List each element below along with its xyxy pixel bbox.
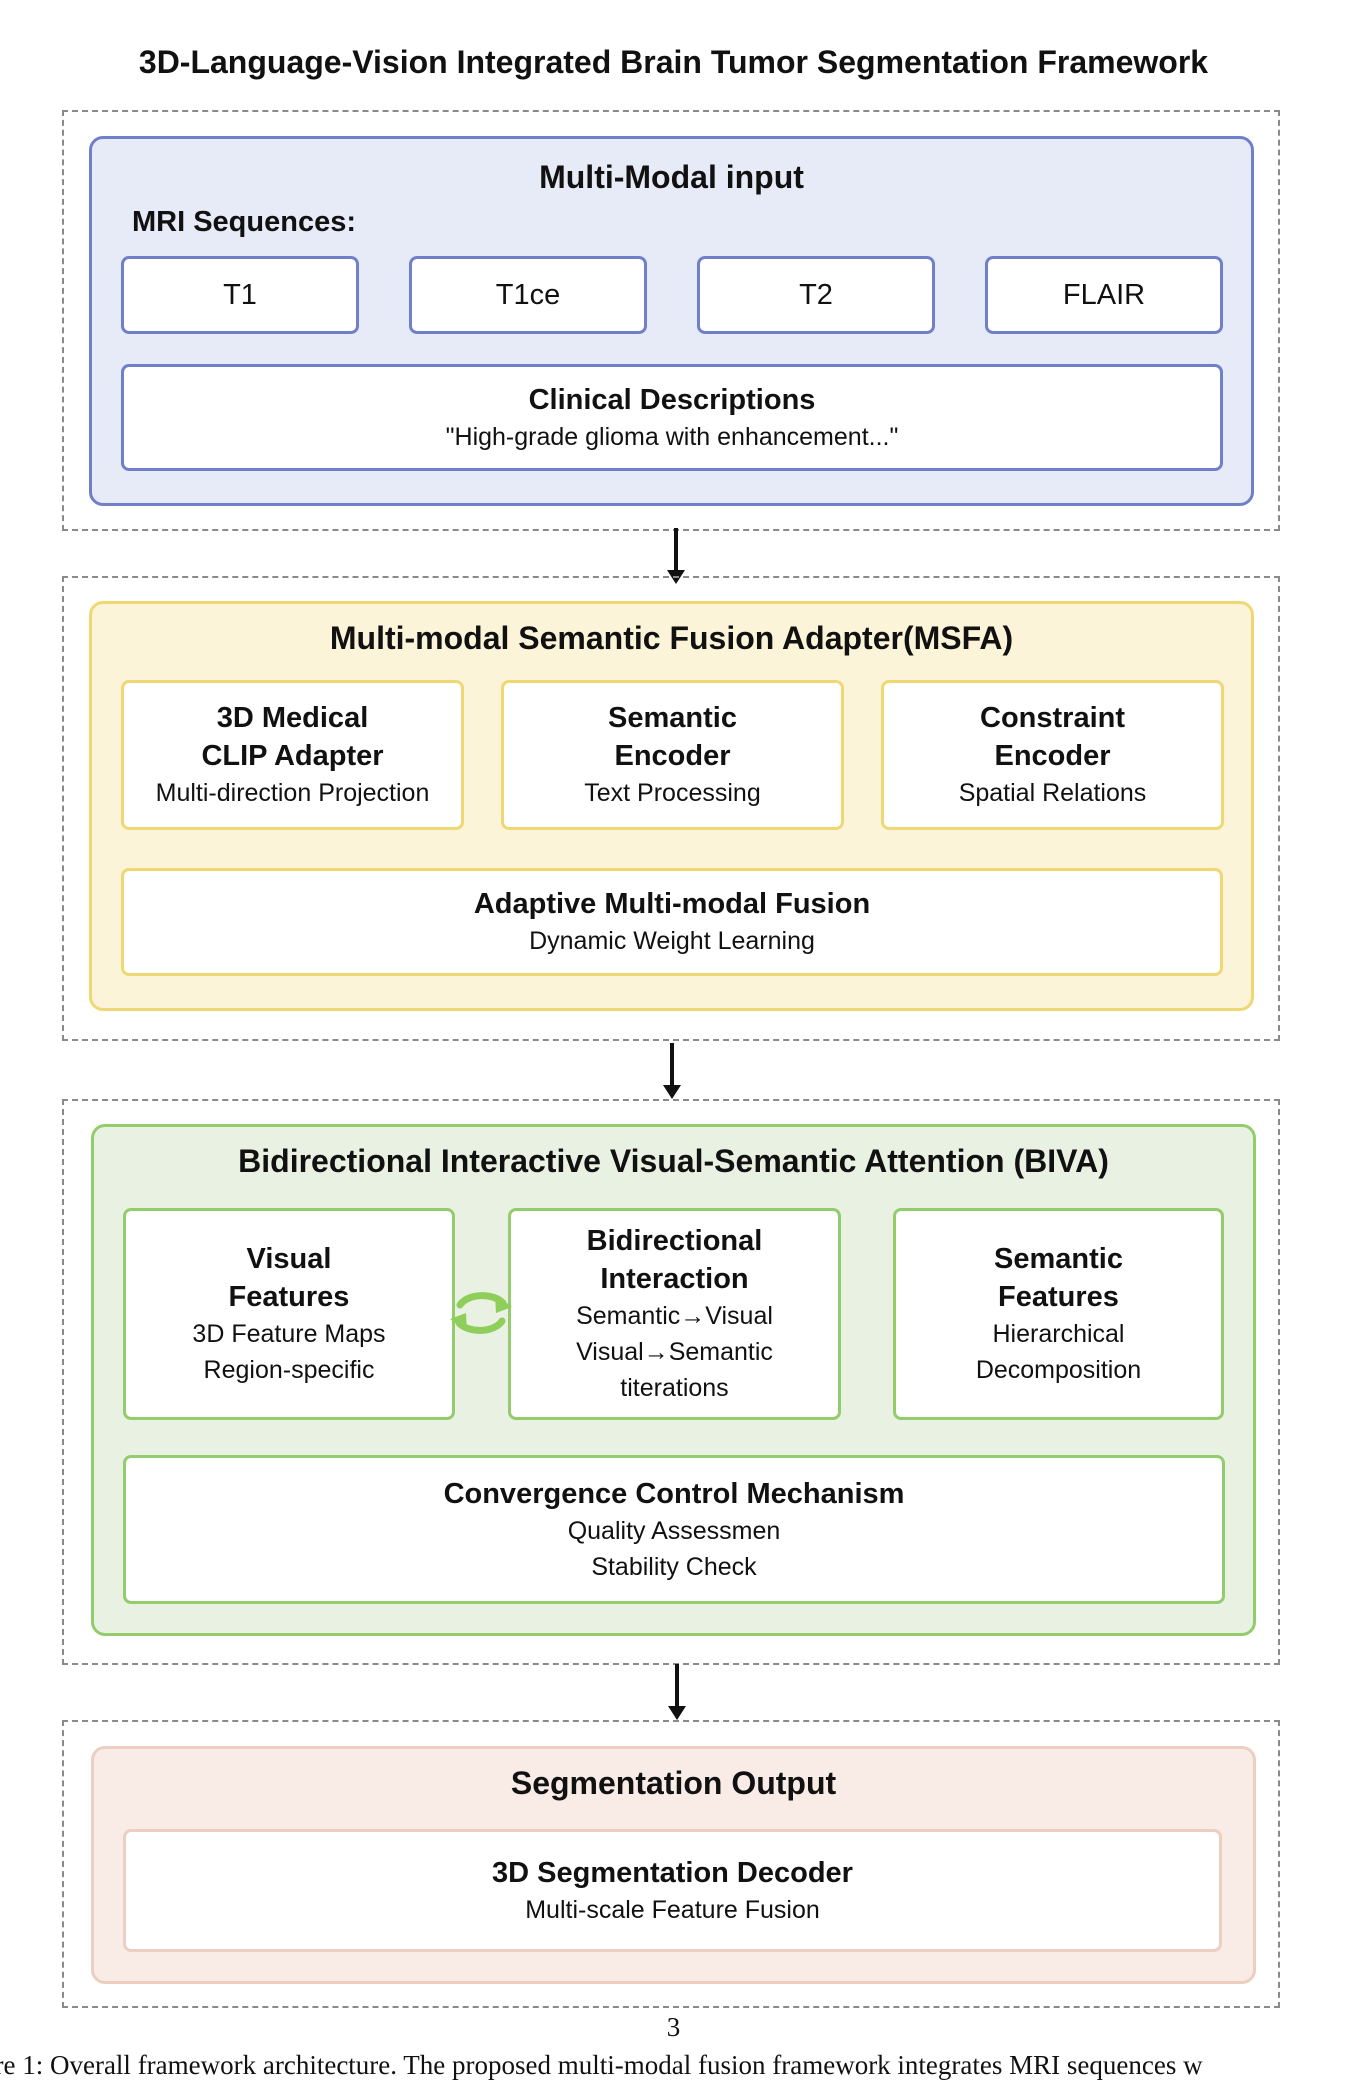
constraint-encoder-subtitle: Spatial Relations <box>958 779 1147 807</box>
clinical-descriptions-title: Clinical Descriptions <box>528 383 816 416</box>
seq-t2-box: T2 <box>697 256 935 334</box>
constraint-encoder-title-line1: Constraint <box>980 702 1125 734</box>
msfa-section-outline <box>62 576 1280 1041</box>
semantic-features-title-line1: Semantic <box>994 1243 1123 1275</box>
seq-t2-label: T2 <box>799 278 833 311</box>
semantic-encoder-box: Semantic Encoder Text Processing <box>501 680 844 830</box>
visual-features-box: Visual Features 3D Feature Maps Region-s… <box>123 1208 455 1420</box>
clip-adapter-title-line1: 3D Medical <box>216 702 369 734</box>
convergence-control-box: Convergence Control Mechanism Quality As… <box>123 1455 1225 1604</box>
visual-features-title-line1: Visual <box>246 1243 332 1275</box>
down-arrow-icon <box>663 1043 681 1099</box>
convergence-title: Convergence Control Mechanism <box>443 1477 905 1510</box>
seq-t1ce-box: T1ce <box>409 256 647 334</box>
semantic-features-line2: Decomposition <box>975 1356 1142 1384</box>
constraint-encoder-title-line2: Encoder <box>994 740 1111 772</box>
down-arrow-icon <box>668 1664 686 1720</box>
adaptive-fusion-subtitle: Dynamic Weight Learning <box>529 927 815 955</box>
msfa-panel-title: Multi-modal Semantic Fusion Adapter(MSFA… <box>329 620 1014 656</box>
bidirectional-interaction-box: Bidirectional Interaction Semantic→Visua… <box>508 1208 841 1420</box>
interaction-line2: Visual→Semantic <box>576 1338 773 1366</box>
interaction-line1: Semantic→Visual <box>576 1302 773 1330</box>
clip-adapter-box: 3D Medical CLIP Adapter Multi-direction … <box>121 680 464 830</box>
seq-flair-label: FLAIR <box>1062 278 1146 311</box>
decoder-subtitle: Multi-scale Feature Fusion <box>525 1895 820 1924</box>
semantic-encoder-subtitle: Text Processing <box>584 779 761 807</box>
seq-flair-box: FLAIR <box>985 256 1223 334</box>
convergence-line2: Stability Check <box>591 1552 757 1581</box>
semantic-features-title-line2: Features <box>998 1281 1119 1313</box>
constraint-encoder-box: Constraint Encoder Spatial Relations <box>881 680 1224 830</box>
biva-section-outline <box>62 1099 1280 1665</box>
output-section-outline <box>62 1720 1280 2008</box>
decoder-title: 3D Segmentation Decoder <box>492 1856 853 1889</box>
interaction-line3: titerations <box>620 1374 729 1402</box>
segmentation-decoder-box: 3D Segmentation Decoder Multi-scale Feat… <box>123 1829 1222 1952</box>
visual-features-line2: Region-specific <box>203 1356 375 1384</box>
adaptive-fusion-title: Adaptive Multi-modal Fusion <box>473 888 871 920</box>
visual-features-title-line2: Features <box>228 1281 350 1313</box>
figure-caption: igure 1: Overall framework architecture.… <box>0 2050 1203 2080</box>
visual-features-line1: 3D Feature Maps <box>192 1320 386 1348</box>
seq-t1-label: T1 <box>223 278 257 311</box>
seq-t1-box: T1 <box>121 256 359 334</box>
bidirectional-cycle-icon <box>450 1292 512 1334</box>
convergence-line1: Quality Assessmen <box>567 1516 781 1545</box>
adaptive-fusion-box: Adaptive Multi-modal Fusion Dynamic Weig… <box>121 868 1223 976</box>
input-panel-title: Multi-Modal input <box>539 159 804 195</box>
output-panel-title: Segmentation Output <box>510 1765 837 1801</box>
semantic-features-box: Semantic Features Hierarchical Decomposi… <box>893 1208 1224 1420</box>
clip-adapter-title-line2: CLIP Adapter <box>201 740 384 772</box>
interaction-title-line1: Bidirectional <box>586 1225 763 1257</box>
semantic-features-line1: Hierarchical <box>992 1320 1125 1348</box>
clinical-descriptions-box: Clinical Descriptions "High-grade glioma… <box>121 364 1223 471</box>
semantic-encoder-title-line1: Semantic <box>608 702 737 734</box>
page-number: 3 <box>666 2012 681 2042</box>
interaction-title-line2: Interaction <box>600 1263 749 1295</box>
seq-t1ce-label: T1ce <box>495 278 561 311</box>
semantic-encoder-title-line2: Encoder <box>614 740 731 772</box>
clip-adapter-subtitle: Multi-direction Projection <box>155 779 430 807</box>
mri-sequences-label: MRI Sequences: <box>132 206 356 238</box>
input-section-outline <box>62 110 1280 531</box>
clinical-descriptions-text: "High-grade glioma with enhancement..." <box>445 422 899 451</box>
diagram-title: 3D-Language-Vision Integrated Brain Tumo… <box>138 44 1209 80</box>
biva-panel-title: Bidirectional Interactive Visual-Semanti… <box>238 1143 1109 1179</box>
